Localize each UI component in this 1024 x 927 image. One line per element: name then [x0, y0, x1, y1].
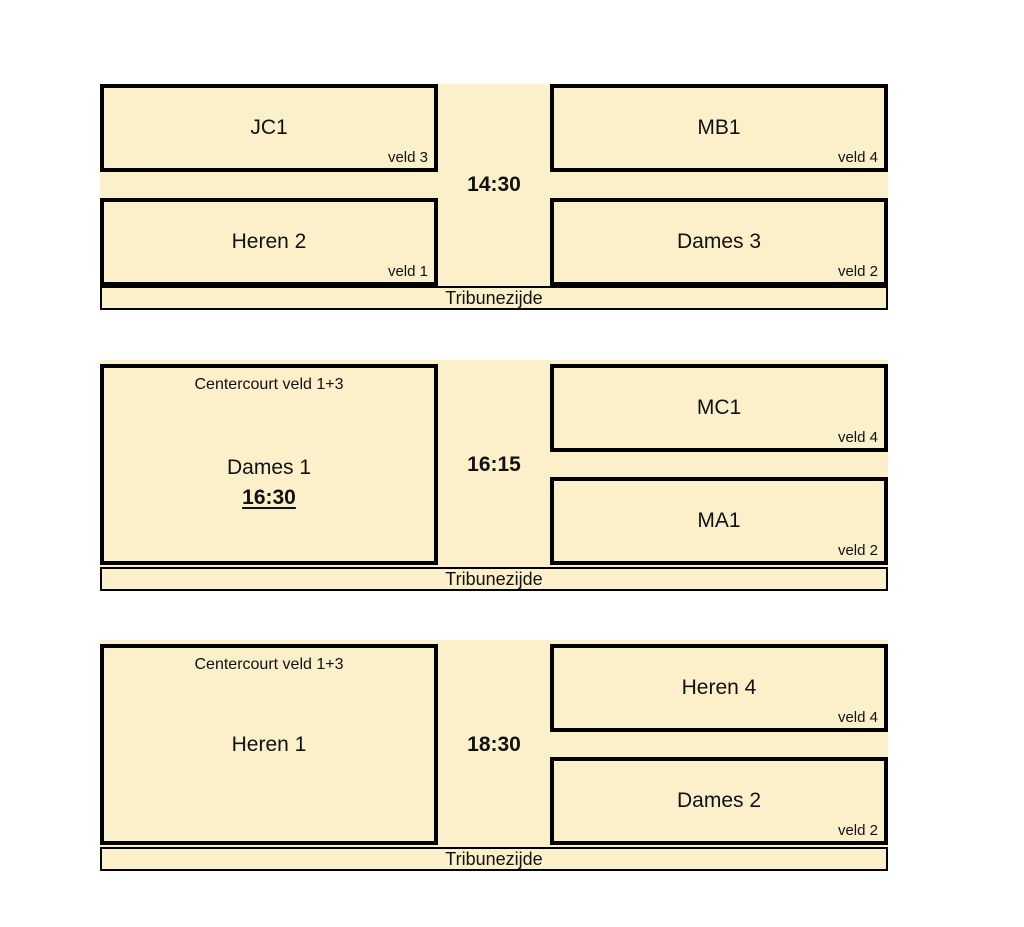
team-label: Heren 4: [681, 676, 757, 700]
tribune-bar: Tribunezijde: [100, 286, 888, 310]
team-label: Dames 1: [226, 456, 312, 480]
field-label: veld 4: [837, 709, 878, 726]
court-box-veld4: MC1 veld 4: [550, 364, 888, 452]
tribune-label: Tribunezijde: [445, 287, 543, 308]
match-time-label: 14:30: [467, 173, 521, 196]
field-label: veld 3: [387, 149, 428, 166]
team-label: MA1: [697, 509, 741, 533]
tribune-bar: Tribunezijde: [100, 567, 888, 591]
field-label: veld 4: [837, 149, 878, 166]
team-label: MB1: [697, 116, 741, 140]
match-time-label: 18:30: [467, 732, 521, 756]
field-label: veld 4: [837, 429, 878, 446]
centercourt-box: Centercourt veld 1+3 Dames 1 16:30: [100, 364, 438, 565]
court-box-veld1: Heren 2 veld 1: [100, 198, 438, 286]
team-label: Heren 1: [231, 732, 307, 756]
court-box-veld2: Dames 3 veld 2: [550, 198, 888, 286]
tribune-bar: Tribunezijde: [100, 847, 888, 871]
field-label: veld 2: [837, 263, 878, 280]
field-label: veld 1: [387, 263, 428, 280]
team-label: Dames 2: [676, 789, 762, 813]
court-box-veld2: Dames 2 veld 2: [550, 757, 888, 845]
court-box-veld2: MA1 veld 2: [550, 477, 888, 565]
field-label: veld 2: [837, 822, 878, 839]
centercourt-header: Centercourt veld 1+3: [194, 656, 344, 673]
tribune-label: Tribunezijde: [445, 568, 543, 589]
court-box-veld4: Heren 4 veld 4: [550, 644, 888, 732]
centercourt-box: Centercourt veld 1+3 Heren 1: [100, 644, 438, 845]
start-time-label: 16:30: [242, 485, 296, 509]
team-label: MC1: [696, 396, 742, 420]
tribune-label: Tribunezijde: [445, 848, 543, 869]
field-label: veld 2: [837, 542, 878, 559]
team-label: JC1: [250, 116, 288, 140]
match-time-label: 16:15: [467, 452, 521, 476]
team-label: Dames 3: [676, 230, 762, 254]
court-box-veld4: MB1 veld 4: [550, 84, 888, 172]
team-label: Heren 2: [231, 230, 307, 254]
court-box-veld3: JC1 veld 3: [100, 84, 438, 172]
centercourt-header: Centercourt veld 1+3: [194, 376, 344, 393]
